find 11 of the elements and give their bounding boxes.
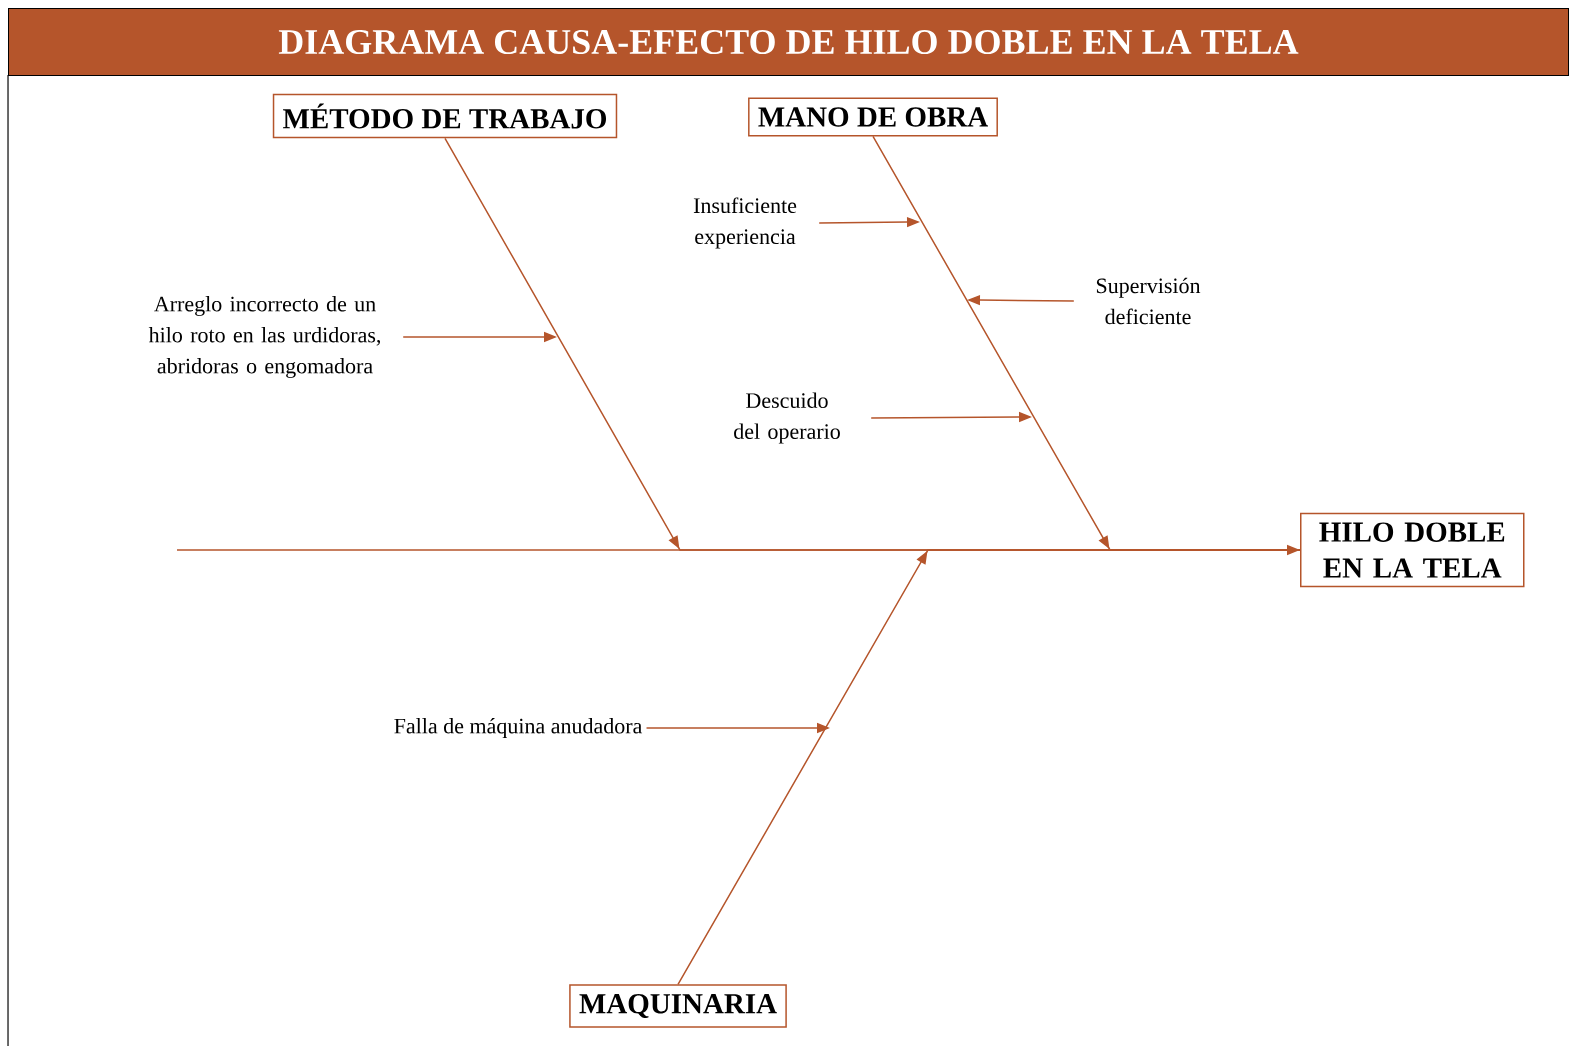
title-banner: DIAGRAMA CAUSA-EFECTO DE HILO DOBLE EN LA TELA (8, 8, 1569, 76)
bone-arrow (677, 549, 1301, 986)
effect-box: HILO DOBLE EN LA TELA (1300, 512, 1525, 588)
cause-box: MANO DE OBRA (748, 97, 998, 137)
cause-text: Insuficiente experiencia (693, 197, 797, 249)
cause-text: Supervisión deficiente (1096, 277, 1201, 325)
cause-box: MAQUINARIA (569, 984, 787, 1028)
cause-text: Descuido del operario (734, 392, 840, 444)
cause-text: Falla de máquina anudadora (394, 718, 643, 738)
cause-box: MÉTODO DE TRABAJO (272, 93, 618, 139)
cause-text: Arreglo incorrecto de un hilo roto en las urdidoras, abridoras o engomadora (148, 296, 380, 378)
